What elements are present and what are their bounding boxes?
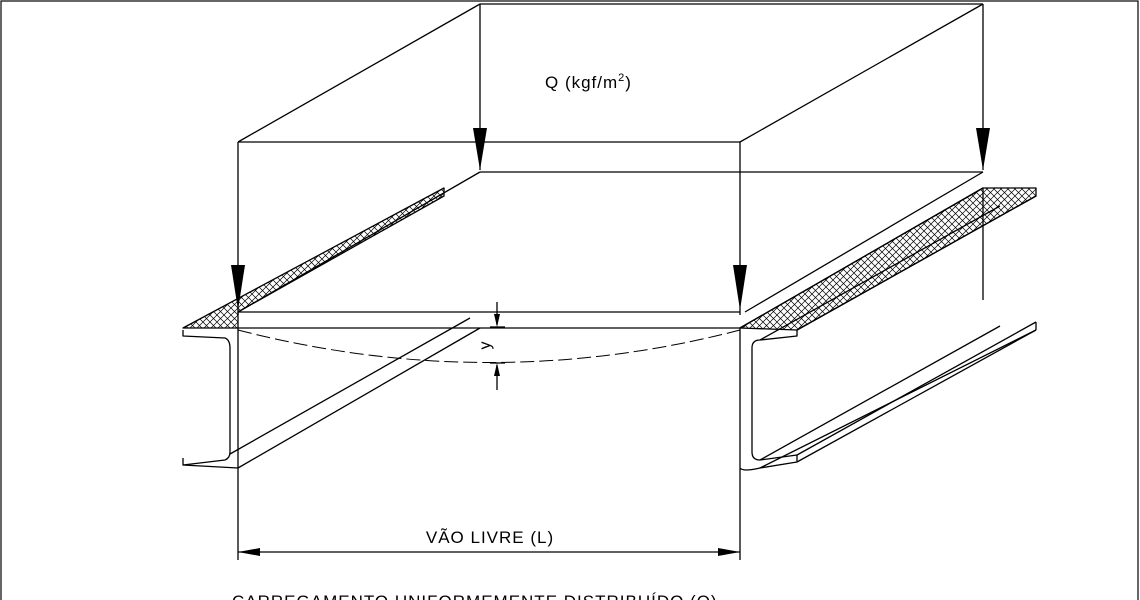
right-flange-hatch [739,187,1037,331]
dimension-arrow [238,548,260,556]
load-volume [237,3,984,315]
span-dimension [237,468,741,560]
load-arrow [473,128,487,170]
load-label-close: ) [625,73,632,92]
load-arrow [733,265,747,310]
dimension-arrow [718,548,740,556]
load-arrow [231,265,245,310]
load-label: Q (kgf/m2) [545,72,632,92]
span-label: VÃO LIVRE (L) [426,528,554,547]
load-label-superscript: 2 [618,72,625,84]
left-beam [182,187,481,469]
caption: CARREGAMENTO UNIFORMEMENTE DISTRIBUÍDO (… [232,592,718,600]
left-flange-hatch [182,187,445,329]
dimension-arrow [494,363,500,376]
dimension-arrow [494,314,500,327]
deflection-label: y [477,341,494,350]
deflected-shape [237,329,741,363]
right-beam [739,187,1037,471]
load-arrow [976,128,990,170]
